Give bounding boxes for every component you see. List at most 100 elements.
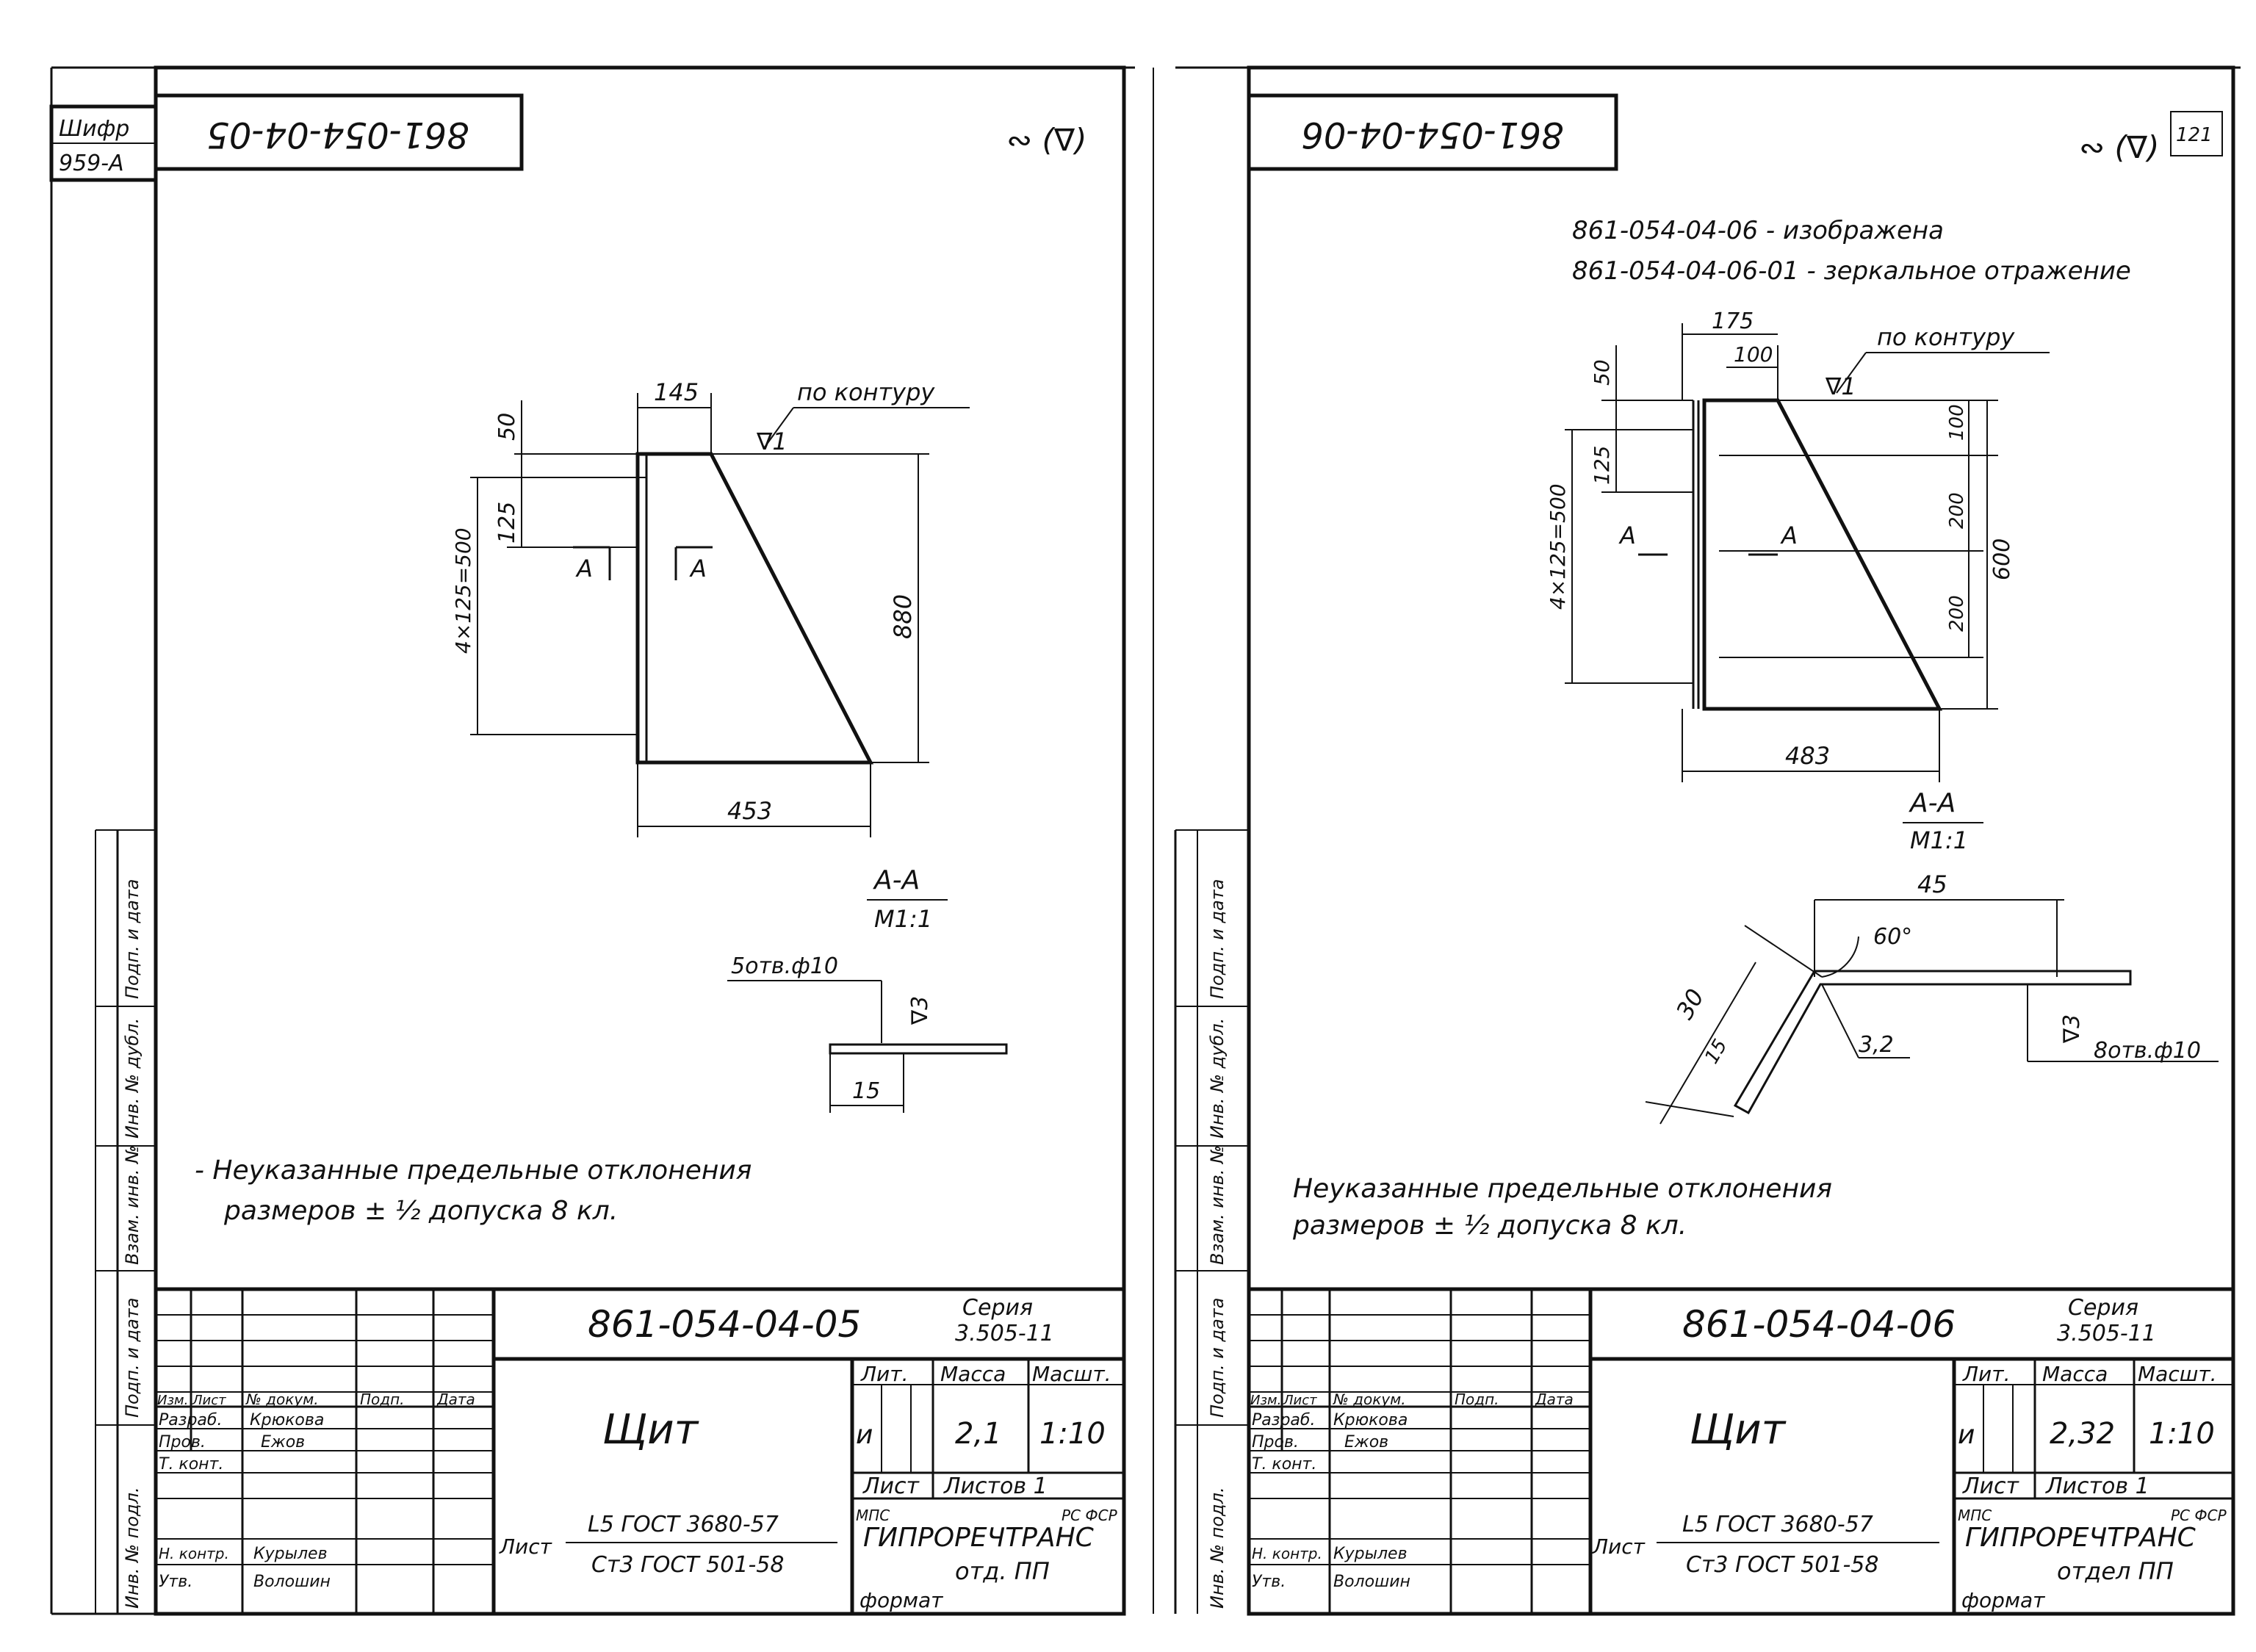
org-region: РС ФСР	[1062, 1507, 1118, 1524]
role-header-3: № докум.	[245, 1391, 319, 1408]
right-title-block: Изм. Лист № докум. Подп. Дата Разраб. Кр…	[1249, 1287, 2233, 1614]
right-lit-header: Лит.	[1962, 1362, 2010, 1386]
scale-header: Масшт.	[1032, 1362, 1111, 1386]
section-title: А-А	[873, 865, 920, 895]
right-side-label-4: Подп. и дата	[1207, 1298, 1228, 1418]
section-dim: 15	[852, 1078, 880, 1104]
leg-length: 30	[1671, 984, 1709, 1024]
note-mirror: 861-054-04-06-01 - зеркальное отражение	[1572, 256, 2131, 286]
role-dev: Разраб.	[159, 1411, 222, 1429]
right-holes-note: 8отв.ф10	[2094, 1038, 2201, 1064]
section-roughness: ∇3	[907, 996, 933, 1025]
leg-hole: 15	[1701, 1036, 1732, 1068]
right-upside-down-code: 861-054-04-06	[1301, 114, 1563, 155]
role-header-1: Изм.	[157, 1393, 188, 1408]
side-label-5: Инв. № подл.	[122, 1487, 143, 1609]
right-material-sheet-label: Лист	[1592, 1534, 1646, 1559]
right-role-dev: Разраб.	[1252, 1411, 1315, 1429]
side-label-2: Инв. № дубл.	[122, 1018, 143, 1139]
right-role-tech: Т. конт.	[1252, 1455, 1316, 1474]
right-side-label-3: Взам. инв. №	[1207, 1145, 1228, 1265]
role-header-2: Лист	[192, 1393, 226, 1408]
dim-seg-2: 200	[1946, 492, 1968, 529]
right-role-header-2: Лист	[1283, 1393, 1317, 1408]
section-scale: М1:1	[874, 905, 932, 933]
right-role-header-5: Дата	[1535, 1391, 1574, 1408]
right-dim-top-offset: 50	[1590, 359, 1614, 386]
note-shown: 861-054-04-06 - изображена	[1572, 216, 1944, 245]
dim-top-offset: 50	[494, 413, 520, 441]
right-part-title: Щит	[1690, 1406, 1787, 1454]
right-upside-down-stamp-box	[1247, 93, 1618, 171]
panel-outline	[635, 452, 874, 765]
page-number: 121	[2176, 124, 2213, 146]
right-section-scale: М1:1	[1910, 826, 1968, 854]
holes-note: 5отв.ф10	[731, 953, 838, 979]
right-drawing-sheet: Подп. и дата Инв. № дубл. Взам. инв. № П…	[1153, 65, 2241, 1616]
dim-top-overall: 175	[1712, 309, 1754, 334]
right-dim-height: 600	[1989, 538, 2015, 580]
roughness-mark: ∾ (∇)	[1006, 122, 1086, 158]
dim-bottom-width: 453	[727, 797, 772, 825]
right-dim-hole-pitch: 4×125=500	[1546, 483, 1570, 610]
right-role-header-3: № докум.	[1333, 1391, 1406, 1408]
cipher-value: 959-А	[59, 151, 124, 176]
material-sheet-label: Лист	[499, 1534, 552, 1559]
right-frame	[1247, 65, 2235, 1616]
right-material-bottom: Ст3 ГОСТ 501-58	[1686, 1552, 1878, 1578]
right-role-norm: Н. контр.	[1252, 1545, 1322, 1562]
dim-seg-3: 200	[1946, 595, 1968, 632]
section-width: 45	[1917, 870, 1947, 898]
right-lit-value: и	[1958, 1420, 1975, 1450]
role-tech: Т. конт.	[159, 1455, 223, 1474]
right-org-small: МПС	[1958, 1507, 1992, 1524]
scale-value: 1:10	[1039, 1417, 1106, 1451]
side-label-3: Взам. инв. №	[122, 1145, 143, 1265]
dim-holes: 125	[494, 502, 520, 544]
right-section-mark-left: А	[1618, 522, 1636, 549]
role-check: Пров.	[159, 1433, 206, 1451]
right-side-label-5: Инв. № подл.	[1207, 1487, 1228, 1609]
right-dim-holes: 125	[1590, 446, 1614, 485]
right-panel-outline	[1702, 398, 1943, 711]
right-note-line-1: Неуказанные предельные отклонения	[1293, 1174, 1832, 1204]
right-side-label-1: Подп. и дата	[1207, 879, 1228, 1000]
org-name: ГИПРОРЕЧТРАНС	[863, 1523, 1095, 1553]
right-sheet-label: Лист	[1962, 1474, 2020, 1499]
cipher-label: Шифр	[59, 116, 129, 142]
right-format-label: формат	[1961, 1588, 2045, 1612]
role-norm: Н. контр.	[159, 1545, 229, 1562]
right-name-norm: Курылев	[1333, 1545, 1408, 1563]
upside-down-stamp-box	[154, 93, 524, 171]
sheet-label: Лист	[862, 1474, 920, 1499]
side-label-4: Подп. и дата	[122, 1298, 143, 1418]
lit-header: Лит.	[860, 1362, 908, 1386]
right-dim-bottom-width: 483	[1785, 742, 1830, 770]
right-section-roughness: ∇3	[2059, 1014, 2085, 1044]
right-series-label: Серия	[2068, 1295, 2138, 1321]
right-name-dev: Крюкова	[1333, 1411, 1408, 1429]
left-drawing-sheet: Шифр 959-А Подп. и дата Инв. № дубл. Вза…	[49, 65, 1135, 1616]
role-approve: Утв.	[159, 1573, 192, 1591]
right-section-title: А-А	[1909, 788, 1956, 818]
name-approve: Волошин	[253, 1573, 331, 1591]
material-bottom: Ст3 ГОСТ 501-58	[591, 1552, 784, 1578]
angle-profile	[1733, 970, 2132, 1115]
right-name-check: Ежов	[1344, 1433, 1388, 1451]
dim-seg-1: 100	[1946, 404, 1968, 441]
mass-value: 2,1	[955, 1417, 1002, 1451]
name-dev: Крюкова	[250, 1411, 324, 1429]
right-contour-note: по контуру	[1877, 323, 2015, 351]
left-title-block: Изм. Лист № докум. Подп. Дата Разраб. Кр…	[156, 1287, 1124, 1614]
section-profile	[829, 1043, 1008, 1055]
note-line-1: - Неуказанные предельные отклонения	[195, 1155, 752, 1186]
upside-down-code: 861-054-04-05	[206, 114, 469, 155]
right-side-label-2: Инв. № дубл.	[1207, 1018, 1228, 1139]
dim-top-width: 145	[654, 378, 699, 406]
dim-height: 880	[889, 594, 917, 639]
right-role-approve: Утв.	[1252, 1573, 1286, 1591]
dim-hole-pitch: 4×125=500	[451, 527, 475, 654]
right-roughness-mark: ∾ (∇)	[2079, 129, 2159, 165]
contour-roughness: ∇1	[756, 428, 788, 455]
right-doc-code: 861-054-04-06	[1682, 1303, 1956, 1346]
